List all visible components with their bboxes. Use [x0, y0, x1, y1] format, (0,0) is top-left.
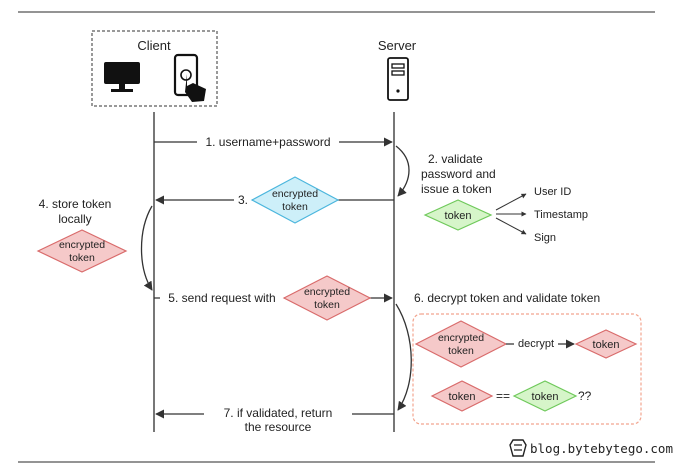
step3-label: 3.: [238, 193, 248, 207]
step4-line1: 4. store token: [39, 197, 112, 211]
monitor-icon: [104, 62, 140, 92]
step5-label: 5. send request with: [168, 291, 275, 305]
question-marks: ??: [578, 389, 592, 403]
decrypt-label: decrypt: [518, 338, 554, 350]
svg-text:encrypted: encrypted: [304, 286, 350, 298]
footer-brand: blog.bytebytego.com: [530, 441, 673, 456]
field-user-id: User ID: [534, 186, 571, 198]
step6-curve: [395, 303, 412, 411]
compare-token-red: token: [430, 380, 494, 412]
step2-line3: issue a token: [421, 182, 492, 196]
step2-line1: 2. validate: [428, 152, 483, 166]
encrypted-token-request: encrypted token: [282, 275, 372, 321]
encrypted-token-stored: encrypted token: [36, 229, 128, 273]
encrypted-token-blue: encrypted token: [250, 176, 340, 224]
svg-text:token: token: [445, 210, 472, 222]
smartphone-touch-icon: [173, 53, 206, 102]
field-arrow-userid: [495, 193, 527, 211]
step7-line2: the resource: [245, 420, 312, 434]
svg-text:encrypted: encrypted: [272, 188, 318, 200]
client-box: [91, 30, 218, 107]
bytebytego-logo-icon: [509, 439, 527, 457]
client-label: Client: [137, 38, 171, 53]
validation-box: [412, 313, 642, 425]
token-green: token: [423, 199, 493, 231]
field-sign: Sign: [534, 232, 556, 244]
step2-line2: password and: [421, 167, 496, 181]
svg-text:encrypted: encrypted: [59, 239, 105, 251]
svg-text:token: token: [532, 391, 559, 403]
step6-label: 6. decrypt token and validate token: [414, 291, 600, 305]
svg-text:token: token: [282, 201, 308, 213]
decrypted-token: token: [574, 329, 638, 359]
step2-curve: [395, 145, 410, 197]
step1-label: 1. username+password: [205, 135, 330, 149]
svg-text:token: token: [593, 339, 620, 351]
svg-text:encrypted: encrypted: [438, 332, 484, 344]
field-timestamp: Timestamp: [534, 209, 588, 221]
server-icon: [387, 57, 409, 101]
server-label: Server: [378, 38, 417, 53]
svg-text:token: token: [448, 345, 474, 357]
svg-text:token: token: [314, 299, 340, 311]
svg-text:token: token: [69, 252, 95, 264]
encrypted-token-decrypt: encrypted token: [414, 320, 508, 368]
step4-curve: [140, 205, 153, 291]
svg-text:token: token: [449, 391, 476, 403]
step4-line2: locally: [58, 212, 91, 226]
field-arrow-sign: [495, 217, 527, 235]
compare-token-green: token: [512, 380, 578, 412]
step7-line1: 7. if validated, return: [224, 406, 333, 420]
equals-sign: ==: [496, 389, 510, 403]
